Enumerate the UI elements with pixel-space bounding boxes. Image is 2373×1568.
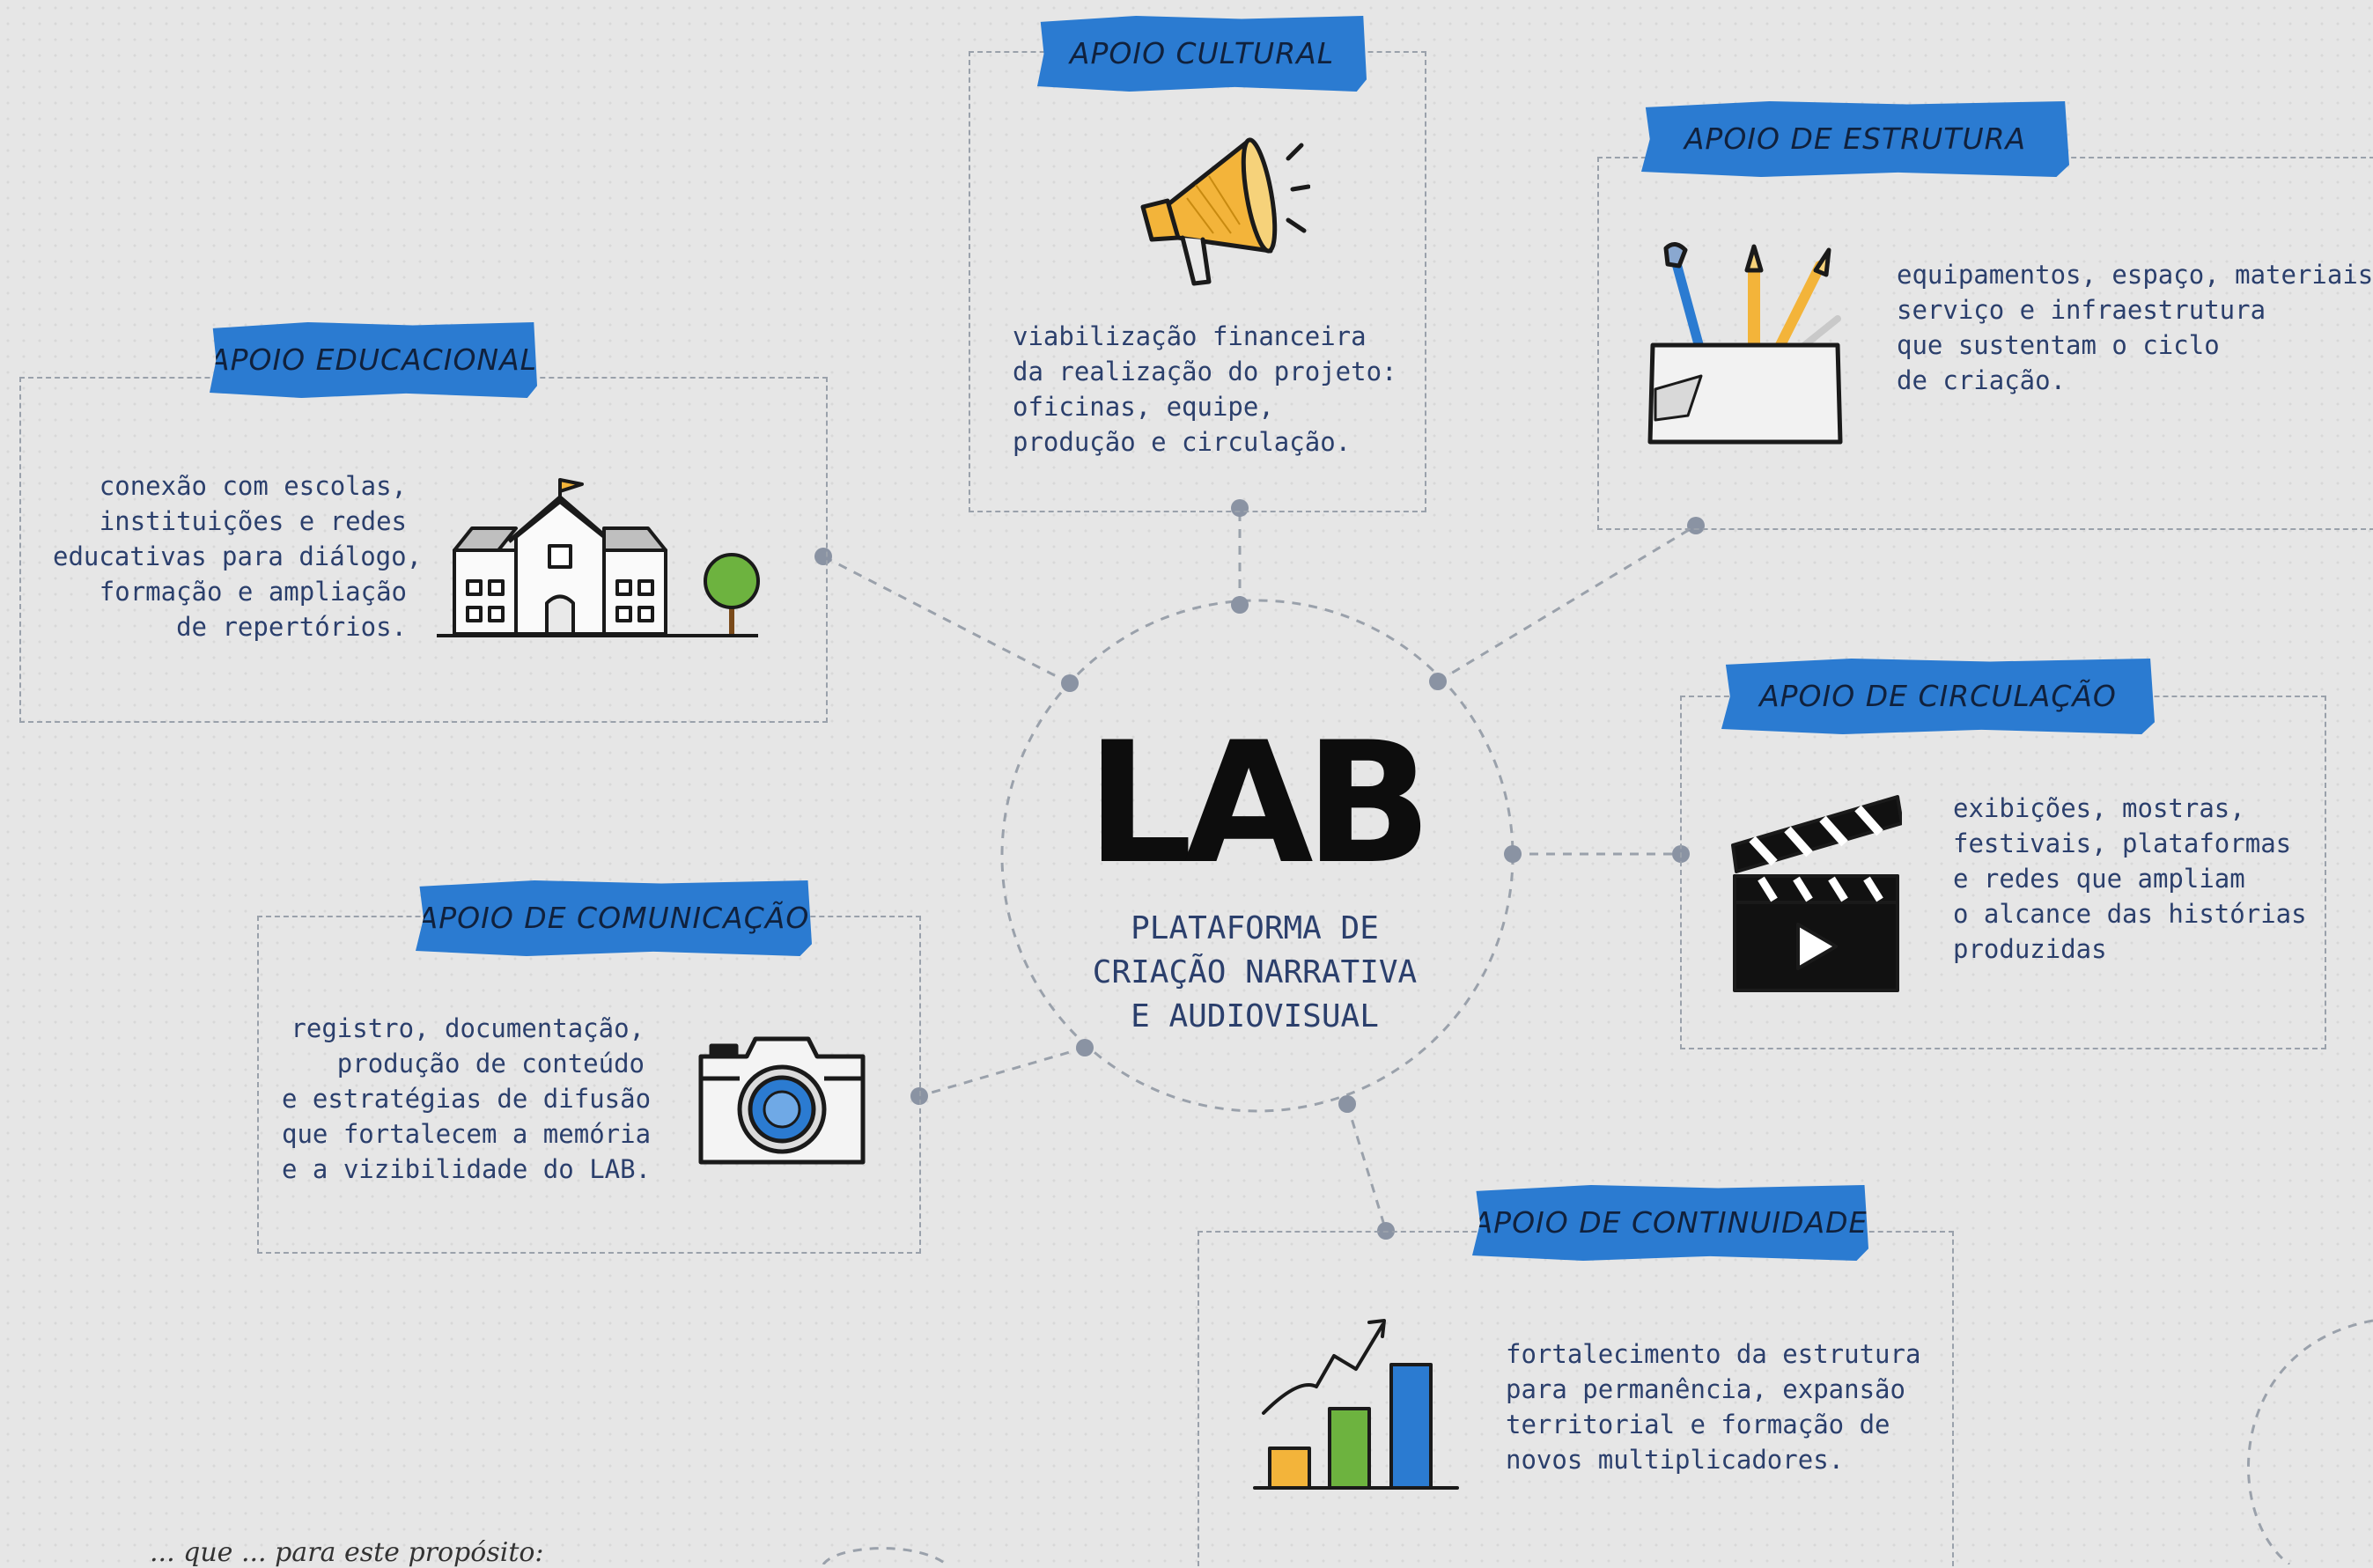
tools-box-icon <box>1647 242 1843 445</box>
node-cultural-title: APOIO CULTURAL <box>1037 16 1367 92</box>
node-continuidade-title: APOIO DE CONTINUIDADE <box>1472 1185 1868 1261</box>
node-estrutura-text: equipamentos, espaço, materiais, serviço… <box>1897 260 2373 395</box>
hub-dot-ne <box>1429 673 1447 690</box>
link-educacional <box>822 555 1071 685</box>
node-circulacao-title: APOIO DE CIRCULAÇÃO <box>1721 659 2155 734</box>
node-continuidade-text: fortalecimento da estrutura para permanê… <box>1506 1339 1921 1475</box>
footnote-text: ... que ... para este propósito: <box>150 1537 544 1568</box>
node-educacional-text: conexão com escolas, instituições e rede… <box>53 471 423 642</box>
camera-icon <box>698 1036 866 1165</box>
node-circulacao-text: exibições, mostras, festivais, plataform… <box>1953 793 2307 964</box>
hub-dot-cultural <box>1231 499 1249 517</box>
hub-dot-top <box>1231 596 1249 614</box>
link-estrutura <box>1437 524 1697 683</box>
deco-arc-right <box>2247 1319 2373 1564</box>
node-educacional-title: APOIO EDUCACIONAL <box>210 322 537 398</box>
hub-dot-sw <box>1076 1039 1094 1056</box>
hub-dot-educacional <box>814 548 832 565</box>
hub-dot-estrutura <box>1687 517 1705 534</box>
deco-arc-bottom <box>822 1547 947 1564</box>
lab-logo: LAB <box>1086 706 1433 901</box>
hub-subtitle: PLATAFORMA DE CRIAÇÃO NARRATIVA E AUDIOV… <box>1092 910 1418 1034</box>
hub-dot-nw <box>1061 674 1079 692</box>
link-continuidade <box>1345 1103 1388 1232</box>
node-comunicacao-title: APOIO DE COMUNICAÇÃO <box>416 880 812 956</box>
clapperboard-icon <box>1731 795 1902 992</box>
link-comunicacao <box>918 1046 1086 1098</box>
school-icon <box>437 478 760 637</box>
growth-chart-icon <box>1253 1319 1459 1490</box>
node-estrutura-title: APOIO DE ESTRUTURA <box>1641 101 2069 177</box>
node-comunicacao-text: registro, documentação, produção de cont… <box>282 1013 652 1184</box>
hub-dot-e <box>1504 845 1522 863</box>
megaphone-icon <box>1140 137 1310 286</box>
node-cultural-text: viabilização financeira da realização do… <box>1013 321 1397 457</box>
hub-dot-se <box>1338 1095 1356 1113</box>
